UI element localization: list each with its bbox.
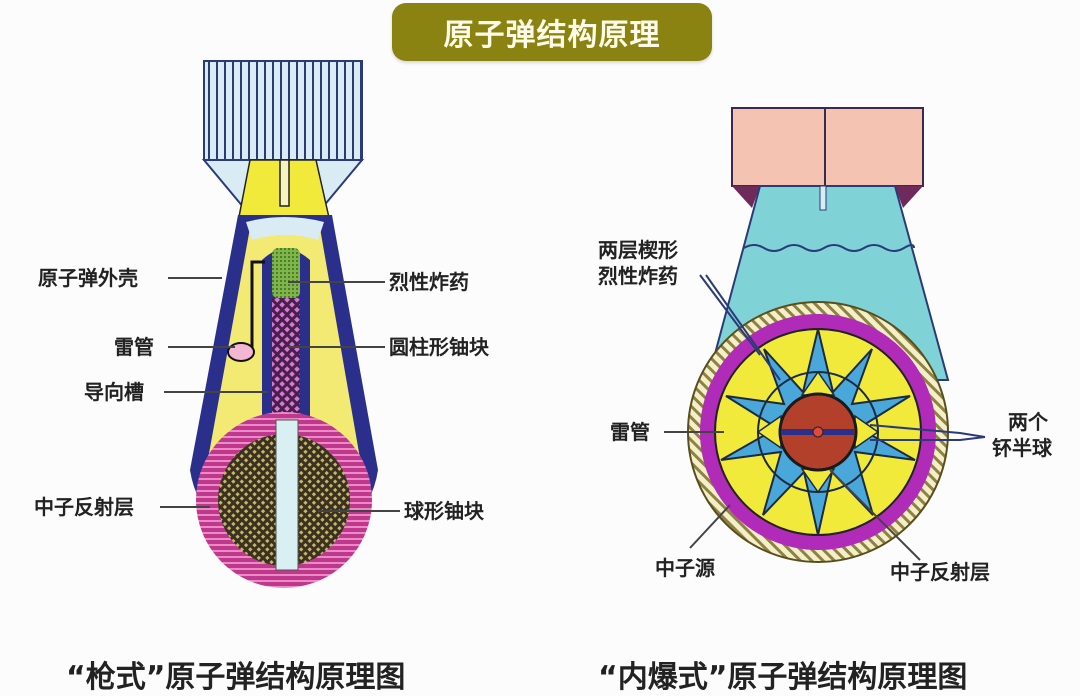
label-neutron-reflector: 中子反射层 xyxy=(34,495,134,519)
tail-fins xyxy=(203,60,363,161)
gun-type-diagram xyxy=(160,60,400,588)
caption-implosion-type: “内爆式”原子弹结构原理图 xyxy=(598,660,968,695)
label-sphere-uranium: 球形铀块 xyxy=(404,499,484,523)
label-explosive: 烈性炸药 xyxy=(389,270,469,294)
label-neutron-reflector: 中子反射层 xyxy=(890,560,990,584)
page-title: 原子弹结构原理 xyxy=(443,18,661,53)
label-wedge-explosive-line2: 烈性炸药 xyxy=(598,264,678,288)
detonator xyxy=(227,342,255,362)
label-detonator: 雷管 xyxy=(610,420,650,444)
label-cylinder-uranium: 圆柱形铀块 xyxy=(389,335,489,359)
label-wedge-explosive-line1: 两层楔形 xyxy=(598,238,678,262)
label-bomb-shell: 原子弹外壳 xyxy=(38,266,138,290)
cylinder-uranium xyxy=(272,298,300,418)
neutron-source xyxy=(812,426,824,438)
label-neutron-source: 中子源 xyxy=(655,556,715,580)
label-guide-slot: 导向槽 xyxy=(84,380,144,404)
label-hemispheres-line2: 钚半球 xyxy=(992,436,1052,460)
tail-fins xyxy=(731,107,924,187)
title-badge: 原子弹结构原理 xyxy=(392,3,712,61)
implosion-type-diagram xyxy=(664,107,986,563)
label-detonator: 雷管 xyxy=(114,335,154,359)
caption-gun-type: “枪式”原子弹结构原理图 xyxy=(66,660,406,695)
explosive xyxy=(272,248,300,298)
guide-slot xyxy=(275,419,299,571)
label-hemispheres-line1: 两个 xyxy=(1008,410,1048,434)
